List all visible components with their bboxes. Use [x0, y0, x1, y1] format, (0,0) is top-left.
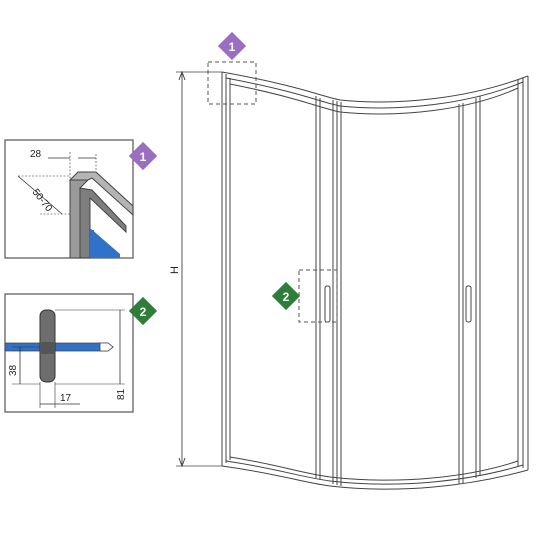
callout-badge-1-main: 1 — [217, 31, 247, 61]
detail-handle: 81 38 17 — [4, 293, 134, 413]
bottom-rail-inner — [225, 460, 524, 485]
profile-top — [68, 171, 134, 217]
detail-1-marker-box — [207, 61, 257, 105]
callout-2-number: 2 — [140, 305, 147, 319]
height-label: H — [169, 266, 181, 274]
glass-edge — [90, 230, 94, 258]
profile-front — [79, 187, 127, 259]
callout-badge-2-main: 2 — [271, 281, 301, 311]
top-rail-inner-2 — [229, 83, 519, 115]
dim-38-label: 38 — [8, 364, 19, 376]
enclosure-main — [176, 61, 529, 490]
detail-top-profile: 28 50-70 — [4, 139, 134, 259]
top-rail-inner — [225, 77, 524, 109]
bottom-rail-outer — [221, 465, 529, 490]
top-rail-outer — [221, 71, 529, 103]
bottom-rail-inner-2 — [229, 456, 519, 481]
detail-2-marker-box — [298, 269, 338, 323]
detail-1-frame — [4, 139, 134, 259]
dim-17-label: 17 — [60, 393, 72, 404]
callout-1-number-main: 1 — [229, 40, 236, 54]
door-handle-right — [465, 285, 472, 323]
callout-1-number: 1 — [140, 150, 147, 164]
glass-end — [99, 342, 114, 352]
glass-panel — [90, 228, 120, 258]
handle-clamp — [40, 342, 55, 354]
dim-50-70-line — [17, 175, 63, 215]
detail-2-frame — [4, 293, 134, 413]
door-handle-left — [324, 285, 331, 323]
diamond-icon — [271, 281, 301, 311]
dim-28-label: 28 — [30, 149, 42, 160]
callout-2-number-main: 2 — [283, 290, 290, 304]
dim-81-label: 81 — [116, 388, 127, 400]
